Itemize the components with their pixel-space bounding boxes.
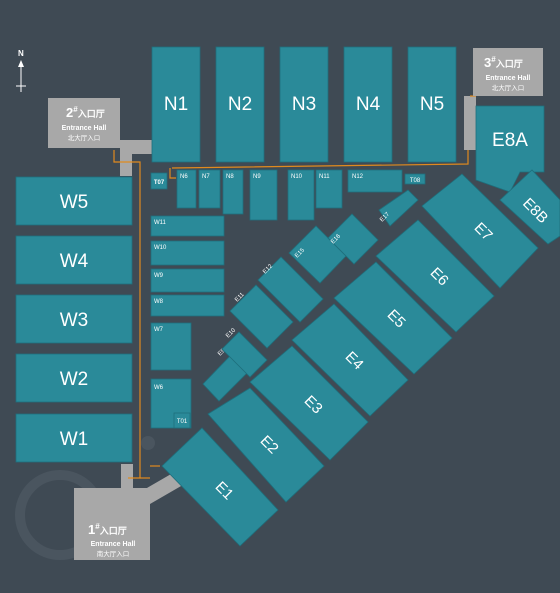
svg-text:T08: T08 bbox=[410, 178, 421, 184]
svg-text:N7: N7 bbox=[202, 174, 210, 180]
svg-text:W2: W2 bbox=[60, 369, 89, 390]
svg-text:T01: T01 bbox=[177, 419, 188, 425]
hall-T07[interactable]: T07 bbox=[150, 172, 168, 190]
svg-text:N8: N8 bbox=[226, 174, 234, 180]
hall-W3[interactable]: W3 bbox=[15, 294, 133, 344]
hall-W11[interactable]: W11 bbox=[150, 215, 225, 237]
svg-text:W10: W10 bbox=[154, 245, 167, 251]
svg-text:Entrance Hall: Entrance Hall bbox=[486, 75, 531, 82]
hall-E7[interactable]: E7 bbox=[421, 173, 539, 289]
hall-E3[interactable]: E3 bbox=[249, 345, 369, 461]
svg-text:W6: W6 bbox=[154, 385, 164, 391]
svg-text:3#入口厅: 3#入口厅 bbox=[484, 55, 523, 70]
svg-text:W1: W1 bbox=[60, 429, 89, 450]
hall-E8B[interactable]: E8B bbox=[499, 169, 560, 245]
svg-text:1#入口厅: 1#入口厅 bbox=[88, 522, 127, 537]
entrance-hall-2[interactable]: 2#入口厅 Entrance Hall 北大厅入口 bbox=[48, 98, 120, 148]
hall-W5[interactable]: W5 bbox=[15, 176, 133, 226]
hall-E1[interactable]: E1 bbox=[161, 427, 279, 547]
svg-text:W7: W7 bbox=[154, 327, 164, 333]
svg-text:W4: W4 bbox=[60, 251, 89, 272]
svg-text:N3: N3 bbox=[292, 94, 316, 115]
svg-text:W9: W9 bbox=[154, 273, 164, 279]
hall-N8[interactable]: N8 bbox=[222, 169, 244, 215]
svg-text:N4: N4 bbox=[356, 94, 381, 115]
hall-E16[interactable]: E16 bbox=[327, 213, 379, 265]
route-north bbox=[171, 150, 469, 169]
svg-text:W8: W8 bbox=[154, 299, 164, 305]
svg-text:N9: N9 bbox=[253, 174, 261, 180]
svg-text:N6: N6 bbox=[180, 174, 188, 180]
hall-E5[interactable]: E5 bbox=[333, 261, 453, 375]
svg-text:N5: N5 bbox=[420, 94, 444, 115]
hall-W10[interactable]: W10 bbox=[150, 240, 225, 266]
svg-text:E8A: E8A bbox=[492, 130, 528, 151]
svg-text:N11: N11 bbox=[319, 174, 330, 180]
hall-E8A[interactable]: E8A bbox=[475, 105, 545, 193]
entrance-hall-3[interactable]: 3#入口厅 Entrance Hall 北大厅入口 bbox=[473, 48, 543, 96]
svg-text:T07: T07 bbox=[154, 180, 165, 186]
route-west bbox=[113, 150, 141, 479]
north-compass: N bbox=[16, 49, 26, 92]
svg-text:N2: N2 bbox=[228, 94, 252, 115]
compass-label: N bbox=[18, 49, 24, 58]
hall-T01[interactable]: T01 bbox=[173, 412, 191, 429]
hall-E4[interactable]: E4 bbox=[291, 303, 409, 417]
svg-text:Entrance Hall: Entrance Hall bbox=[91, 541, 136, 548]
svg-text:E9: E9 bbox=[217, 348, 227, 358]
hall-W1[interactable]: W1 bbox=[15, 413, 133, 463]
svg-text:W11: W11 bbox=[154, 220, 167, 226]
hall-E17[interactable]: E17 bbox=[378, 189, 419, 227]
hall-N12[interactable]: N12 bbox=[347, 169, 403, 193]
svg-text:W5: W5 bbox=[60, 192, 89, 213]
hall-N10[interactable]: N10 bbox=[287, 169, 315, 221]
corridor-east bbox=[464, 96, 476, 150]
hall-N7[interactable]: N7 bbox=[198, 169, 221, 209]
hall-W8[interactable]: W8 bbox=[150, 294, 225, 317]
svg-text:南大厅入口: 南大厅入口 bbox=[97, 549, 130, 558]
hall-N1[interactable]: N1 bbox=[151, 46, 201, 163]
hall-N11[interactable]: N11 bbox=[315, 169, 343, 209]
svg-text:E11: E11 bbox=[234, 291, 246, 303]
hall-W7[interactable]: W7 bbox=[150, 322, 192, 371]
hall-E6[interactable]: E6 bbox=[375, 219, 495, 333]
svg-text:N1: N1 bbox=[164, 94, 188, 115]
svg-text:W3: W3 bbox=[60, 310, 89, 331]
hall-N5[interactable]: N5 bbox=[407, 46, 457, 163]
corridor-south bbox=[121, 464, 133, 492]
hall-N2[interactable]: N2 bbox=[215, 46, 265, 163]
hall-N4[interactable]: N4 bbox=[343, 46, 393, 163]
hall-N9[interactable]: N9 bbox=[249, 169, 278, 221]
hall-W9[interactable]: W9 bbox=[150, 268, 225, 293]
svg-text:Entrance Hall: Entrance Hall bbox=[62, 125, 107, 132]
svg-text:N12: N12 bbox=[352, 174, 364, 180]
svg-text:北大厅入口: 北大厅入口 bbox=[492, 83, 525, 92]
hall-T08[interactable]: T08 bbox=[404, 173, 426, 185]
hall-W2[interactable]: W2 bbox=[15, 353, 133, 403]
svg-text:北大厅入口: 北大厅入口 bbox=[68, 133, 101, 142]
hall-N6[interactable]: N6 bbox=[176, 169, 197, 209]
svg-text:2#入口厅: 2#入口厅 bbox=[66, 105, 105, 120]
hall-N3[interactable]: N3 bbox=[279, 46, 329, 163]
hall-E11[interactable]: E11 bbox=[229, 284, 294, 349]
entrance-hall-1[interactable]: 1#入口厅 Entrance Hall 南大厅入口 bbox=[74, 488, 150, 560]
hall-E2[interactable]: E2 bbox=[207, 387, 325, 503]
svg-text:N10: N10 bbox=[291, 174, 303, 180]
hall-W4[interactable]: W4 bbox=[15, 235, 133, 285]
